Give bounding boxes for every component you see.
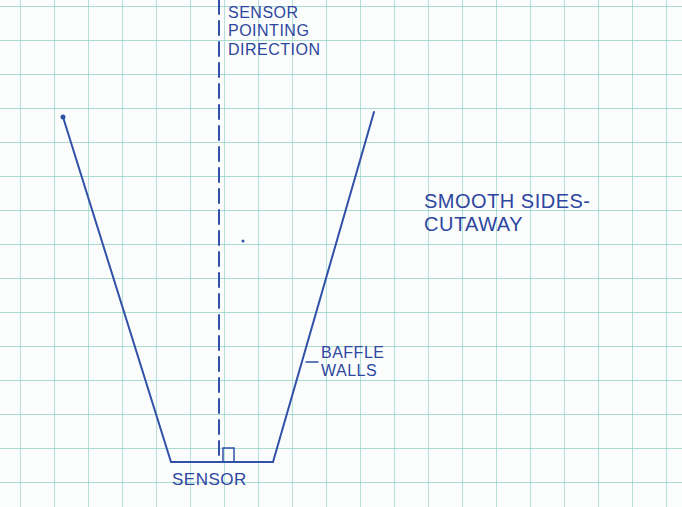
baffle-wall (273, 112, 374, 462)
pointing-axis (218, 0, 220, 462)
sensor-base (171, 461, 273, 463)
right-angle-mark (223, 448, 234, 462)
part-label: SENSOR (172, 470, 282, 490)
part-label: BAFFLE WALLS (321, 344, 411, 381)
baffle-wall (63, 117, 171, 462)
direction-label: SENSOR POINTING DIRECTION (228, 4, 338, 59)
leader-line (306, 361, 318, 363)
wall-end-dot (61, 115, 66, 120)
note-label: SMOOTH SIDES-CUTAWAY (424, 190, 602, 236)
stray-dot (242, 240, 245, 243)
